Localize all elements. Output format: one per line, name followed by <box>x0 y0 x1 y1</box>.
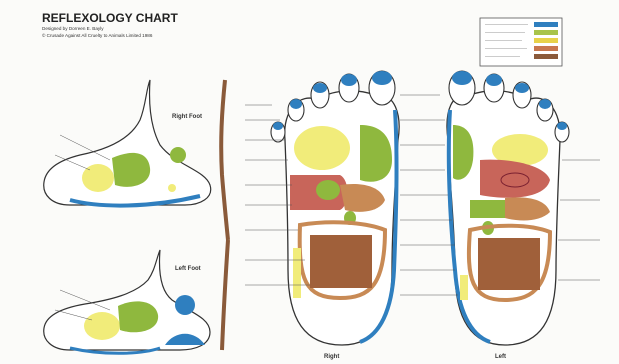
right-toe-3-tip <box>313 83 327 93</box>
right-sole-zone-green-mid <box>316 180 340 200</box>
right-side-zone-yellow-heel <box>168 184 176 192</box>
left-sole-zone-brown <box>478 238 540 290</box>
right-big-toe-tip <box>372 71 392 85</box>
left-sole-label: Left <box>495 354 506 360</box>
left-sole-zone-yellow-strip <box>460 275 468 300</box>
chart-title: REFLEXOLOGY CHART <box>42 11 178 25</box>
left-toe-3-tip <box>515 83 529 93</box>
chart-designer: Designed by Dorreen E. Bayly <box>42 26 104 31</box>
right-foot-side-label: Right Foot <box>172 114 202 120</box>
right-toe-5-tip <box>273 122 283 130</box>
right-sole-label: Right <box>324 354 339 360</box>
left-side-zone-yellow <box>84 312 120 340</box>
chart-copyright: © Crusade Against All Cruelty to Animals… <box>42 32 153 38</box>
legend-swatch-2 <box>534 30 558 35</box>
legend <box>480 18 562 66</box>
right-sole-zone-brown <box>310 235 372 288</box>
right-toe-2-tip <box>341 74 357 86</box>
right-side-zone-yellow <box>82 164 114 192</box>
legend-swatch-3 <box>534 38 558 43</box>
right-side-zone-green-ankle <box>170 147 186 163</box>
left-sole-zone-green-mid <box>470 200 505 218</box>
left-side-zone-blue-ankle <box>175 295 195 315</box>
left-toe-4-tip <box>539 99 551 109</box>
legend-swatch-1 <box>534 22 558 27</box>
right-sole-outline <box>285 91 399 345</box>
left-foot-side-label: Left Foot <box>175 266 201 272</box>
left-big-toe-tip <box>452 71 472 85</box>
left-toe-2-tip <box>486 74 502 86</box>
right-toe-4-tip <box>290 99 302 109</box>
right-sole-zone-yellow-strip <box>293 248 301 298</box>
legend-swatch-5 <box>534 54 558 59</box>
right-sole-zone-yellow <box>294 126 350 170</box>
left-toe-5-tip <box>557 122 567 130</box>
legend-swatch-4 <box>534 46 558 51</box>
